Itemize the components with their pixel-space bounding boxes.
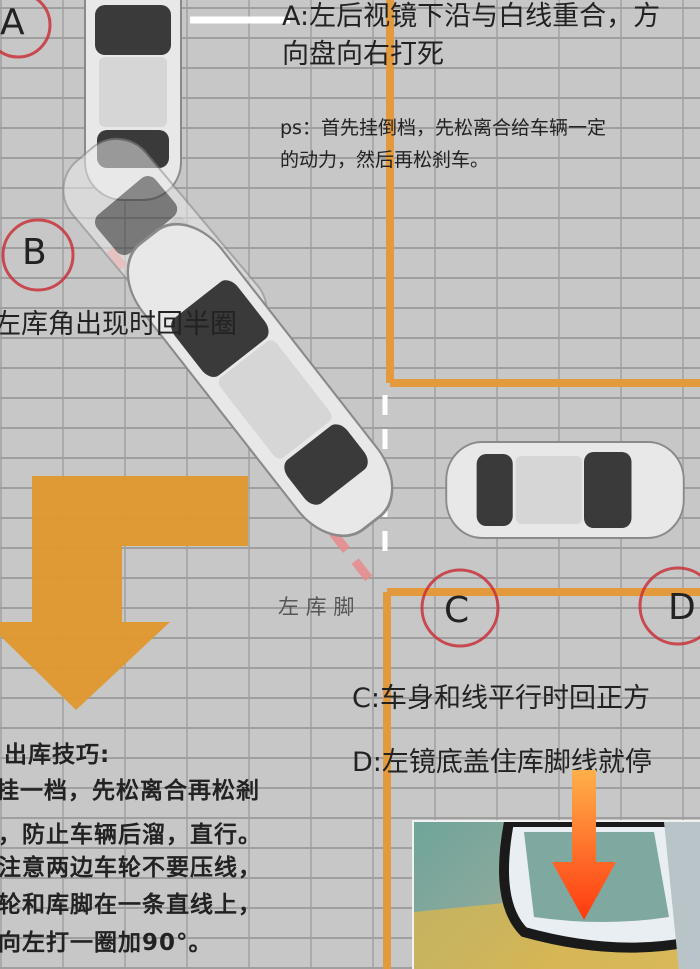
ps-note-line2: 的动力，然后再松刹车。 [280, 149, 490, 171]
step-a-line1: A:左后视镜下沿与白线重合，方 [282, 1, 661, 32]
marker-d-label: D [668, 587, 696, 628]
exit-tips-line4: 轮和库脚在一条直线上， [0, 892, 262, 918]
exit-tips-line5: 向左打一圈加90°。 [0, 930, 213, 956]
marker-c-label: C [444, 590, 470, 631]
marker-b-label: B [22, 232, 47, 273]
ps-note-line1: ps：首先挂倒档，先松离合给车辆一定 [280, 117, 606, 139]
exit-tips-line1: 挂一档，先松离合再松剎 [0, 778, 260, 804]
bent-arrow-down-left-icon [0, 476, 248, 710]
marker-a-label: A [0, 2, 25, 43]
parking-bay-bottom [383, 588, 700, 969]
side-mirror-photo [412, 820, 700, 969]
step-b-text: 左库角出现时回半圈 [0, 309, 237, 340]
step-d-text: D:左镜底盖住库脚线就停 [352, 747, 652, 778]
exit-tips-line3: 注意两边车轮不要压线， [0, 855, 262, 881]
left-corner-foot-label: 左 库 脚 [278, 595, 355, 619]
exit-tips-title: 出库技巧: [4, 742, 111, 768]
marker-ring-b [1, 218, 75, 292]
parking-bay-top [386, 0, 700, 387]
marker-ring-a [0, 0, 52, 59]
arrow-down-icon [552, 770, 616, 920]
marker-ring-d [638, 566, 700, 646]
marker-ring-c [420, 568, 500, 648]
exit-tips-line2: ，防止车辆后溜，直行。 [0, 822, 262, 848]
step-c-text: C:车身和线平行时回正方 [352, 683, 650, 714]
car-in-bay-position [445, 441, 685, 539]
step-a-line2: 向盘向右打死 [282, 39, 444, 70]
